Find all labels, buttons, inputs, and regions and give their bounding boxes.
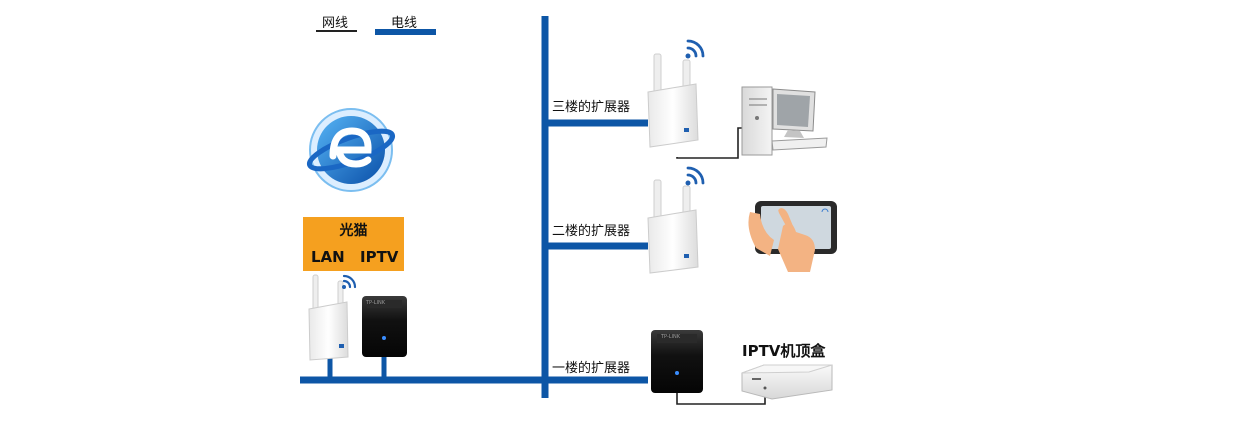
modem-powerline-adapter: [362, 296, 407, 357]
wifi-icon: [685, 166, 705, 186]
modem-port-lan: LAN: [311, 248, 345, 266]
iptv-set-top-box-icon: [741, 364, 833, 400]
modem-box: [303, 217, 404, 271]
floor3-extender-label: 三楼的扩展器: [552, 100, 631, 115]
floor3-extender: [647, 53, 699, 148]
modem-extender: [308, 274, 349, 361]
legend-network-cable-label: 网线: [322, 16, 349, 31]
network-cables: [676, 127, 766, 405]
modem-label-group: 光猫 LAN IPTV: [303, 217, 404, 271]
iptv-stb-label: IPTV机顶盒: [742, 342, 826, 360]
legend-power-line-label: 电线: [391, 16, 418, 31]
floor2-extender-label: 二楼的扩展器: [552, 224, 631, 239]
tablet-icon: [748, 201, 837, 272]
modem-port-iptv: IPTV: [360, 248, 399, 266]
wifi-icon: [342, 274, 357, 289]
modem-title: 光猫: [339, 223, 368, 239]
floor1-powerline-adapter: [651, 330, 703, 393]
wifi-icon: [685, 39, 705, 59]
floor1-extender-label: 一楼的扩展器: [552, 361, 631, 376]
modem-adapter-brand: TP-LINK: [366, 300, 386, 306]
power-line-bus: [300, 16, 648, 398]
internet-globe-icon: [306, 108, 396, 192]
floor1-adapter-brand: TP-LINK: [661, 334, 681, 340]
floor2-extender: [647, 179, 699, 274]
desktop-computer-icon: [741, 86, 828, 156]
